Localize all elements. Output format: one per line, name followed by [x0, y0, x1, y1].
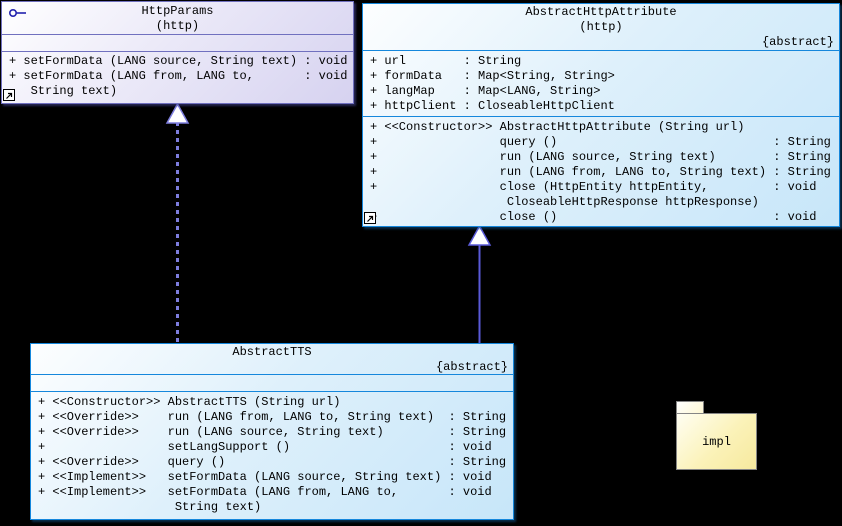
- attribute-line: + url : String: [370, 54, 522, 68]
- operation-line: + close (HttpEntity httpEntity, : void: [370, 180, 817, 194]
- package-impl[interactable]: impl: [676, 401, 757, 470]
- operation-line: + <<Constructor>> AbstractTTS (String ur…: [38, 395, 341, 409]
- operation-line: + <<Implement>> setFormData (LANG source…: [38, 470, 492, 484]
- operation-line: String text): [9, 84, 118, 98]
- attribute-line: + httpClient : CloseableHttpClient: [370, 99, 615, 113]
- attributes-section: + url : String + formData : Map<String, …: [363, 50, 839, 116]
- class-title-section: HttpParams (http): [2, 2, 353, 34]
- operations-section: + <<Constructor>> AbstractTTS (String ur…: [31, 391, 513, 519]
- class-namespace: (http): [579, 20, 623, 34]
- operation-line: + <<Implement>> setFormData (LANG from, …: [38, 485, 492, 499]
- package-body: impl: [676, 413, 757, 470]
- operation-line: + <<Constructor>> AbstractHttpAttribute …: [370, 120, 745, 134]
- operation-line: + close () : void: [370, 210, 817, 224]
- class-box-abstracttts[interactable]: AbstractTTS {abstract} + <<Constructor>>…: [30, 343, 514, 520]
- operation-line: CloseableHttpResponse httpResponse): [370, 195, 759, 209]
- attributes-section: [31, 374, 513, 391]
- expand-icon[interactable]: [364, 212, 376, 224]
- operation-line: String text): [38, 500, 262, 514]
- class-name: AbstractHttpAttribute: [525, 5, 677, 19]
- expand-icon[interactable]: [3, 89, 15, 101]
- attribute-line: + formData : Map<String, String>: [370, 69, 615, 83]
- attributes-section: [2, 34, 353, 51]
- package-tab: [676, 401, 704, 414]
- class-title-section: AbstractHttpAttribute (http) {abstract}: [363, 4, 839, 50]
- abstract-tag: {abstract}: [435, 360, 508, 374]
- package-name: impl: [702, 434, 731, 449]
- class-namespace: (http): [155, 19, 200, 33]
- operation-line: + run (LANG source, String text) : Strin…: [370, 150, 831, 164]
- class-name: AbstractTTS: [232, 345, 312, 359]
- operation-line: + setFormData (LANG source, String text)…: [9, 54, 348, 68]
- operation-line: + run (LANG from, LANG to, String text) …: [370, 165, 831, 179]
- operations-section: + setFormData (LANG source, String text)…: [2, 51, 353, 103]
- realization-connector[interactable]: [165, 102, 190, 344]
- class-name: HttpParams: [141, 4, 214, 18]
- operation-line: + setFormData (LANG from, LANG to, : voi…: [9, 69, 348, 83]
- operation-line: + <<Override>> query () : String: [38, 455, 507, 469]
- class-box-abstracthttpattribute[interactable]: AbstractHttpAttribute (http) {abstract} …: [362, 3, 840, 227]
- generalization-connector[interactable]: [467, 224, 492, 344]
- operation-line: + <<Override>> run (LANG source, String …: [38, 425, 507, 439]
- interface-lollipop-icon: [7, 7, 27, 19]
- class-box-httpparams[interactable]: HttpParams (http) + setFormData (LANG so…: [1, 1, 354, 104]
- operation-line: + query () : String: [370, 135, 831, 149]
- operation-line: + <<Override>> run (LANG from, LANG to, …: [38, 410, 507, 424]
- operations-section: + <<Constructor>> AbstractHttpAttribute …: [363, 116, 839, 226]
- abstract-tag: {abstract}: [761, 35, 834, 49]
- attribute-line: + langMap : Map<LANG, String>: [370, 84, 601, 98]
- class-title-section: AbstractTTS {abstract}: [31, 344, 513, 374]
- operation-line: + setLangSupport () : void: [38, 440, 492, 454]
